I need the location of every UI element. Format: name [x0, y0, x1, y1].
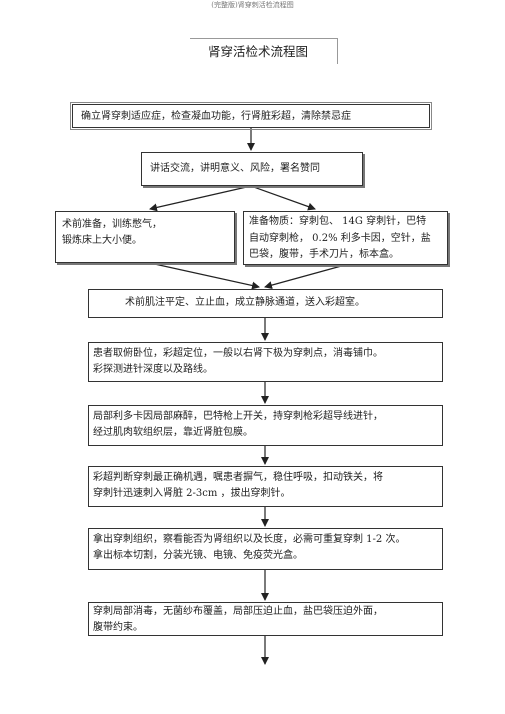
step-puncture: 彩超判断穿刺最正确机遇，嘱患者摒气，稳住呼吸，扣动铁关，将 穿刺针迅速刺入肾脏 … — [88, 466, 443, 507]
step-indications: 确立肾穿刺适应症，检查凝血功能，行肾脏彩超，清除禁忌症 — [70, 102, 432, 130]
arrow-2-3b — [250, 185, 316, 211]
step-material-preparation: 准备物质：穿刺包、 14G 穿刺针，巴特 自动穿刺枪， 0.2% 利多卡因，空针… — [243, 211, 448, 265]
step-anesthesia: 局部利多卡因局部麻醉，巴特枪上开关，持穿刺枪彩超导线进针， 经过肌肉软组织层，靠… — [88, 405, 443, 446]
flowchart-title: 肾穿活检术流程图 — [190, 38, 338, 64]
step-positioning: 患者取俯卧位，彩超定位，一般以右肾下极为穿刺点，消毒铺巾。 彩探测进针深度以及路… — [88, 342, 443, 382]
step-premedication: 术前肌注平定、立止血，成立静脉通道，送入彩超室。 — [88, 289, 443, 318]
page-header: (完整版)肾穿刺活检流程图 — [211, 1, 294, 9]
step-patient-preparation: 术前准备，训练憋气， 锻炼床上大小便。 — [55, 211, 235, 263]
arrow-3a-4 — [149, 262, 260, 290]
step-consent: 讲话交流，讲明意义、风险，署名赞同 — [141, 152, 363, 186]
step-hemostasis: 穿刺局部消毒，无菌纱布覆盖，局部压迫止血，盐巴袋压迫外面， 腹带约束。 — [88, 602, 443, 636]
arrow-2-3a — [149, 185, 252, 212]
arrow-3b-4 — [264, 264, 346, 290]
step-specimen: 拿出穿刺组织，察看能否为肾组织以及长度，必需可重复穿刺 1-2 次。 拿出标本切… — [88, 528, 443, 570]
